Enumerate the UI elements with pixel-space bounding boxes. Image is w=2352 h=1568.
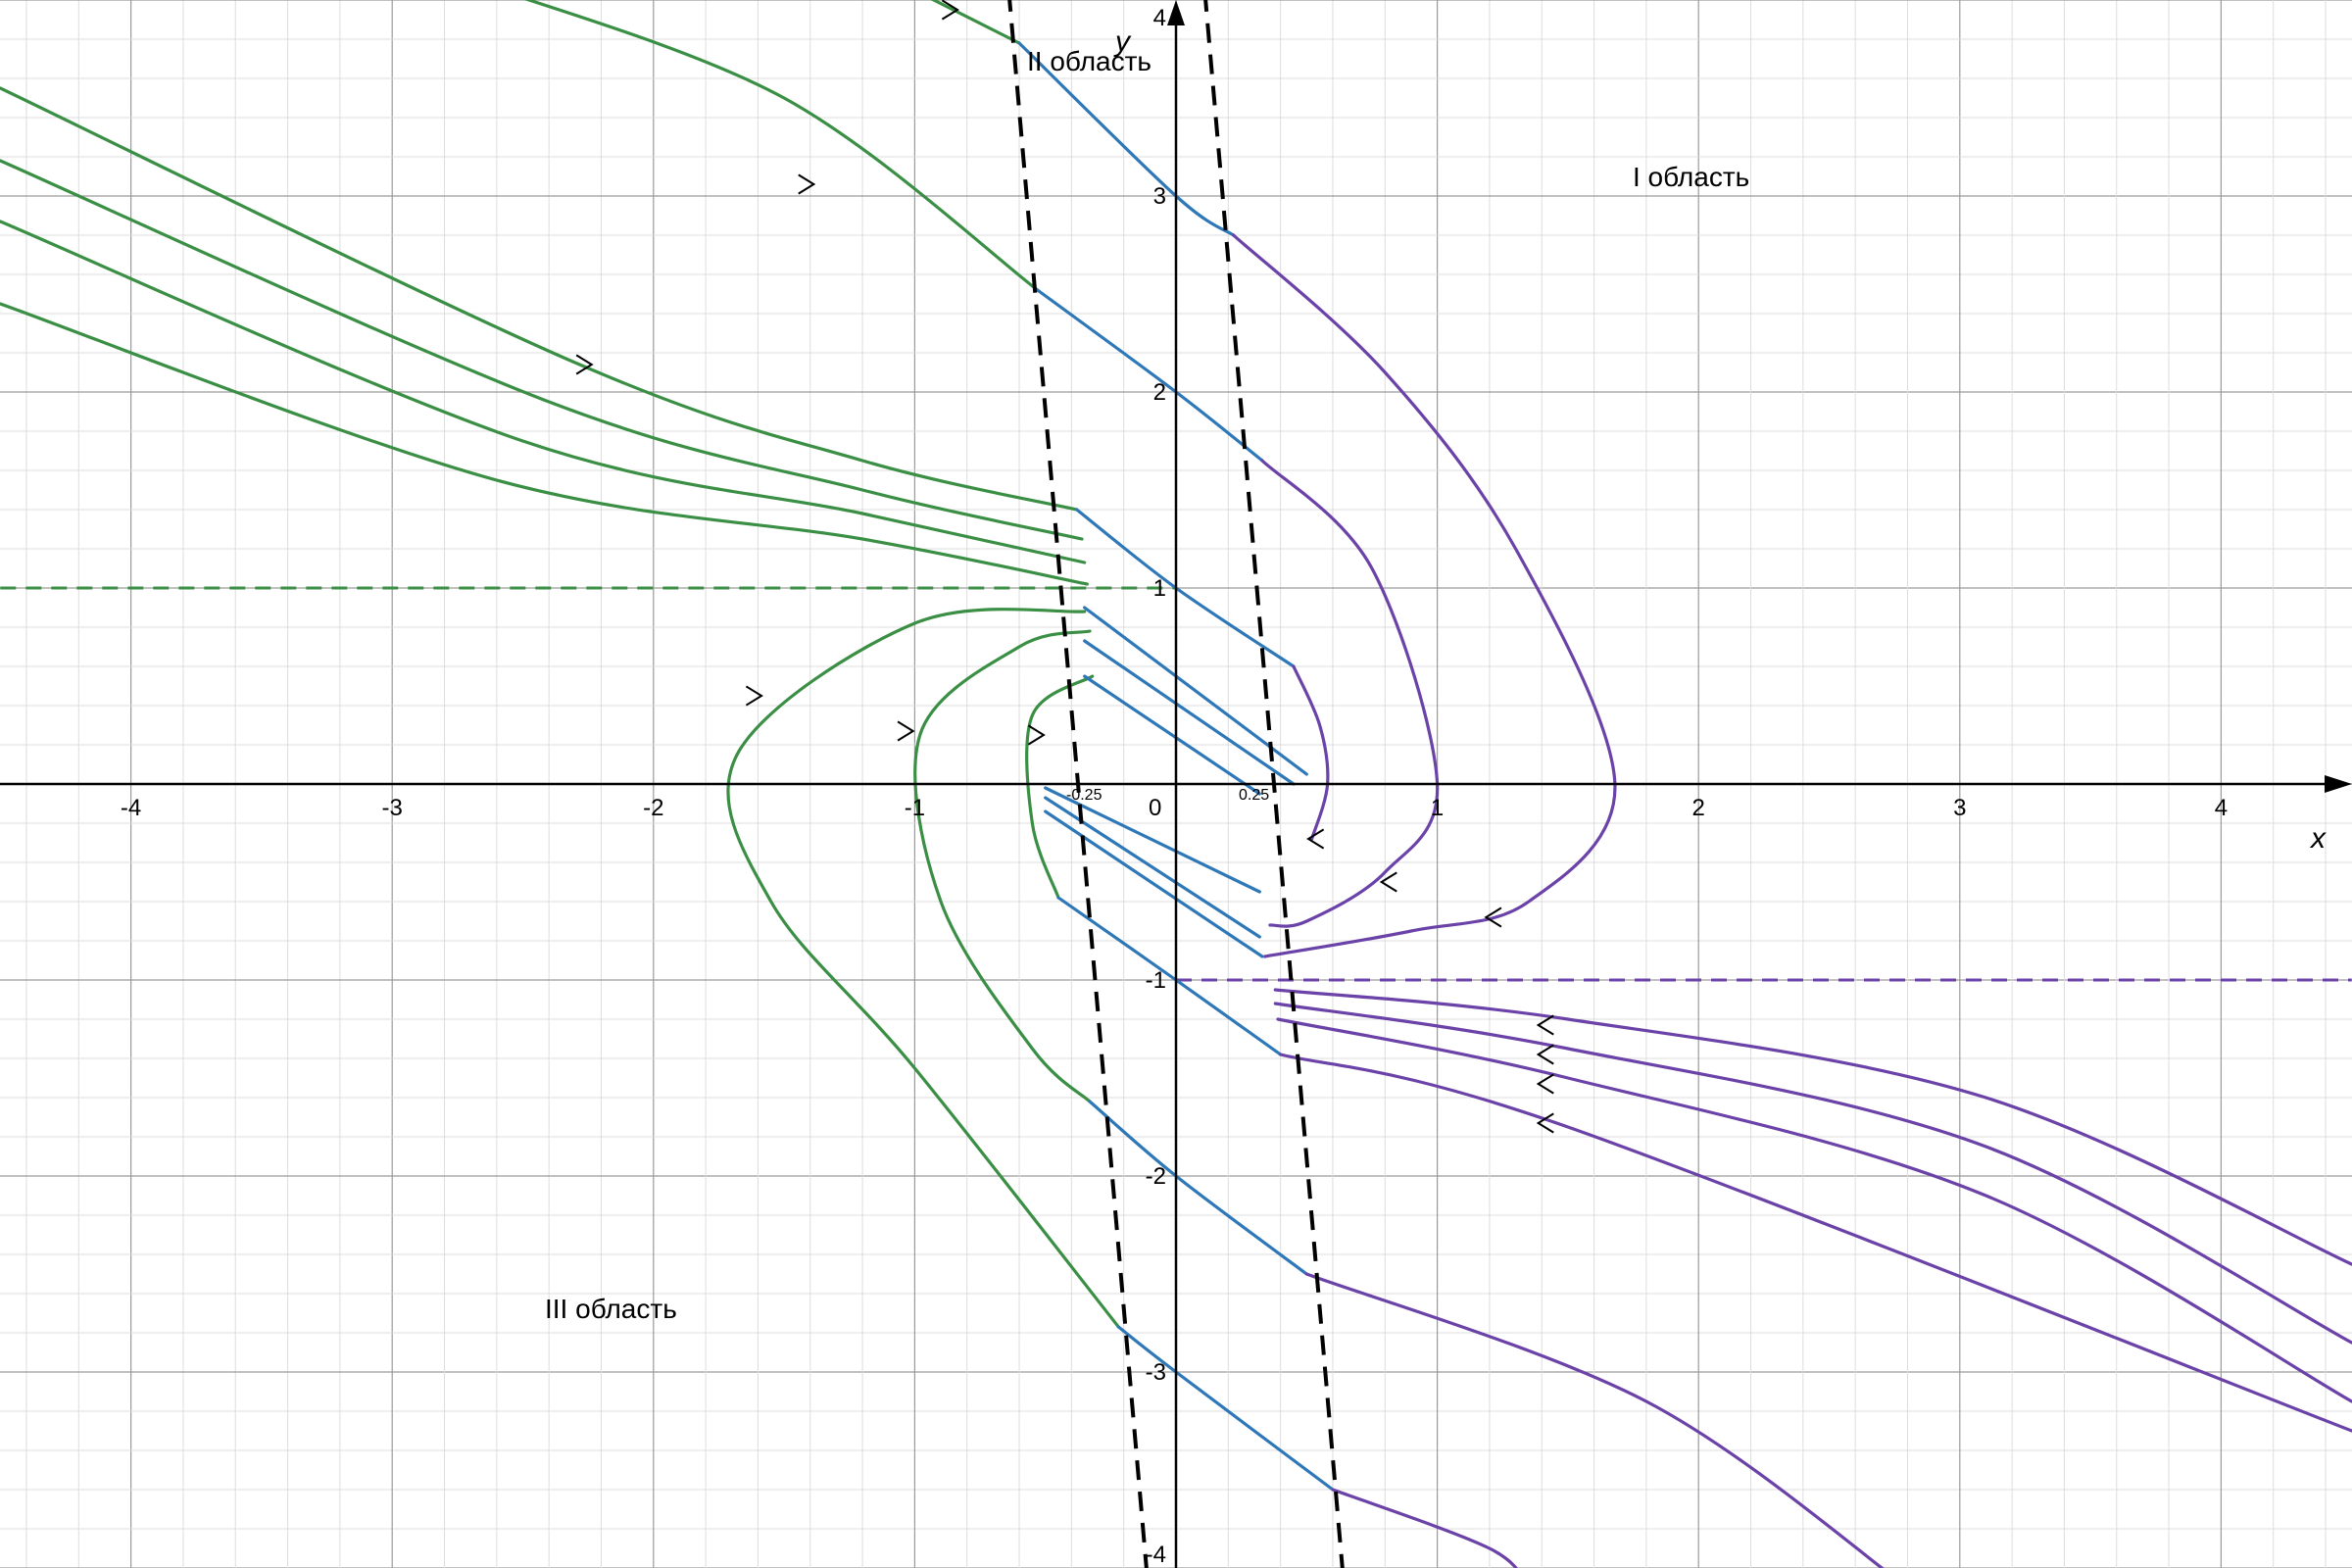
x-tick-label: -3 [382,795,403,821]
trajectory-9-purple-segment [1279,1053,2352,1433]
flow-arrow-icon [897,720,915,742]
trajectory-9-blue-segment [1056,896,1283,1056]
trajectory-18-purple-segment [1276,1017,2352,1403]
y-tick-label: -1 [1146,967,1166,994]
y-axis-arrow-icon [1167,0,1185,25]
flow-arrow-icon [1536,1112,1554,1134]
flow-arrow-icon [941,0,959,21]
trajectory-2-purple-segment [1232,233,1617,958]
flow-arrow-icon [1536,1044,1554,1065]
trajectory-9-green-segment [1025,674,1095,900]
flow-arrow-icon [1484,906,1502,928]
flow-arrow-icon [1536,1014,1554,1036]
flow-arrow-icon [575,354,594,375]
x-tick-label: 3 [1953,795,1966,821]
x-axis-arrow-icon [2325,775,2352,793]
origin-label: 0 [1149,795,1161,821]
region-3-label: III область [545,1294,677,1324]
y-tick-label: -4 [1146,1542,1166,1568]
x-tick-label: 2 [1692,795,1705,821]
trajectory-4-green-segment [0,159,1084,541]
y-tick-label: 2 [1153,379,1166,406]
trajectory-2-blue-segment [1017,41,1236,237]
x-tick-label: -4 [121,795,141,821]
marker-left-label: -0.25 [1066,787,1102,804]
y-tick-label: 3 [1153,183,1166,210]
trajectory-2-green-segment [930,0,1021,45]
y-tick-label: -3 [1146,1359,1166,1386]
trajectory-1-blue-segment [1036,288,1264,463]
trajectory-8-purple-segment [1304,1272,1885,1568]
trajectory-8-green-segment [913,629,1092,1103]
flow-arrows [575,0,1554,1134]
trajectory-7-blue-segment [1116,1325,1335,1492]
y-tick-label: -2 [1146,1163,1166,1190]
region-1-label: I область [1633,162,1749,192]
y-tick-label: 1 [1153,575,1166,602]
trajectory-3-green-segment [0,86,1079,512]
trajectory-1-green-segment [523,0,1040,292]
trajectory-8-blue-segment [1088,1100,1308,1276]
flow-arrow-icon [798,173,816,195]
tick-labels: -4 -3 -2 -1 1 2 3 4 4 3 2 1 -1 -2 -3 -4 [121,5,2228,1568]
trajectory-5-green-segment [0,220,1087,564]
trajectory-17-purple-segment [1273,1002,2352,1345]
trajectory-16-purple-segment [1273,988,2352,1266]
x-tick-label: 1 [1431,795,1444,821]
x-axis-label: x [2309,822,2327,855]
flow-arrow-icon [1306,828,1325,850]
x-tick-label: 4 [2215,795,2228,821]
flow-arrow-icon [745,685,763,707]
trajectory-11-blue-segment [1083,639,1296,786]
trajectory-7-purple-segment [1331,1488,1518,1568]
x-tick-label: -1 [905,795,925,821]
flow-arrow-icon [1379,871,1397,893]
asymptotes [0,586,2352,982]
trajectory-15-blue-segment [1044,809,1264,958]
trajectory-6-green-segment [0,302,1089,586]
flow-arrow-icon [1536,1073,1554,1095]
x-tick-label: -2 [643,795,663,821]
trajectory-3-purple-segment [1292,664,1330,841]
flow-arrow-icon [1027,724,1046,746]
y-axis-label: y [1113,25,1132,58]
trajectory-7-green-segment [726,608,1120,1329]
region-2-label: II область [1027,46,1152,76]
marker-right-label: 0.25 [1239,787,1269,804]
trajectory-12-blue-segment [1083,674,1261,796]
trajectory-1-purple-segment [1260,459,1440,928]
y-tick-label: 4 [1153,5,1166,31]
